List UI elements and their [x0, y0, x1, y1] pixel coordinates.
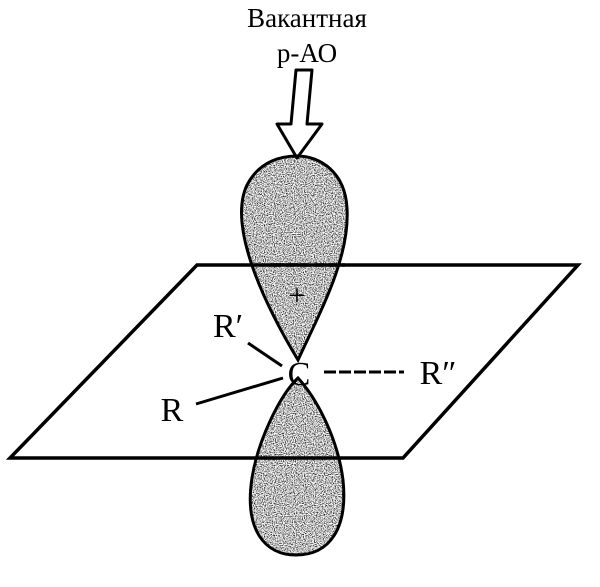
substituent-r-double-prime-label: R″ [420, 355, 457, 392]
down-arrow [275, 68, 324, 160]
caption-line-1: Вакантная [247, 3, 367, 33]
central-carbon-label: C [288, 356, 311, 393]
substituent-r-prime-label: R′ [213, 308, 243, 345]
caption-line-2: р-АО [277, 38, 337, 68]
molecular-plane [5, 263, 582, 460]
upper-orbital-lobe [240, 154, 349, 364]
lower-orbital-lobe [248, 375, 346, 557]
substituent-r-label: R [161, 392, 184, 429]
bond-r-prime [247, 341, 283, 368]
positive-charge-label: + [289, 279, 306, 312]
bond-r [195, 376, 284, 406]
